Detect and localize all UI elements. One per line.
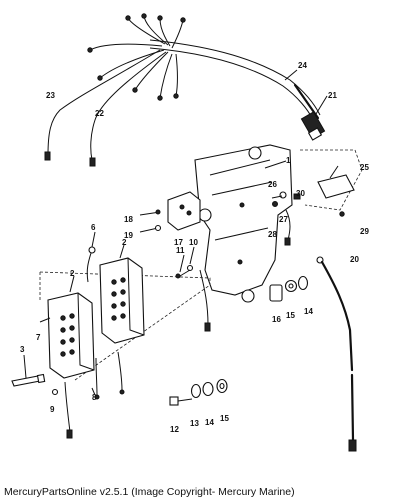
- callout-15: 15: [220, 414, 229, 423]
- copyright-caption: MercuryPartsOnline v2.5.1 (Image Copyrig…: [4, 486, 295, 498]
- callout-26: 26: [268, 180, 277, 189]
- callout-19: 19: [124, 231, 133, 240]
- ground-strap: [316, 256, 357, 452]
- leader-lines: [23, 69, 339, 396]
- callout-16: 16: [272, 315, 281, 324]
- mounting-bracket: [194, 144, 293, 303]
- callout-17: 17: [174, 238, 183, 247]
- callout-23: 23: [46, 91, 55, 100]
- callout-1: 1: [286, 156, 291, 165]
- callout-8: 8: [92, 393, 97, 402]
- callout-2: 2: [70, 269, 75, 278]
- callout-29: 29: [360, 227, 369, 236]
- callout-27: 27: [279, 215, 288, 224]
- callout-11: 11: [176, 246, 185, 255]
- callout-21: 21: [328, 91, 337, 100]
- callout-25: 25: [360, 163, 369, 172]
- callout-labels: 1 2 2 3 6 7 8 9 10 11 12 13 14 14 15 15 …: [20, 61, 369, 434]
- callout-7: 7: [36, 333, 41, 342]
- switch-box-modules: [39, 246, 211, 439]
- callout-2: 2: [122, 238, 127, 247]
- callout-30: 30: [296, 189, 305, 198]
- callout-18: 18: [124, 215, 133, 224]
- callout-14: 14: [205, 418, 214, 427]
- callout-10: 10: [189, 238, 198, 247]
- callout-24: 24: [298, 61, 307, 70]
- callout-6: 6: [91, 223, 96, 232]
- callout-20: 20: [350, 255, 359, 264]
- callout-3: 3: [20, 345, 25, 354]
- callout-14: 14: [304, 307, 313, 316]
- wiring-harness: [44, 13, 326, 167]
- callout-22: 22: [95, 109, 104, 118]
- callout-13: 13: [190, 419, 199, 428]
- module-a-terminals: [60, 313, 75, 357]
- switch-assembly: [293, 149, 363, 217]
- callout-9: 9: [50, 405, 55, 414]
- callout-28: 28: [268, 230, 277, 239]
- callout-12: 12: [170, 425, 179, 434]
- callout-15: 15: [286, 311, 295, 320]
- module-b-terminals: [111, 277, 126, 321]
- bottom-bolt-stack: [169, 378, 228, 406]
- long-bolt: [11, 373, 46, 387]
- small-hardware: [139, 191, 309, 332]
